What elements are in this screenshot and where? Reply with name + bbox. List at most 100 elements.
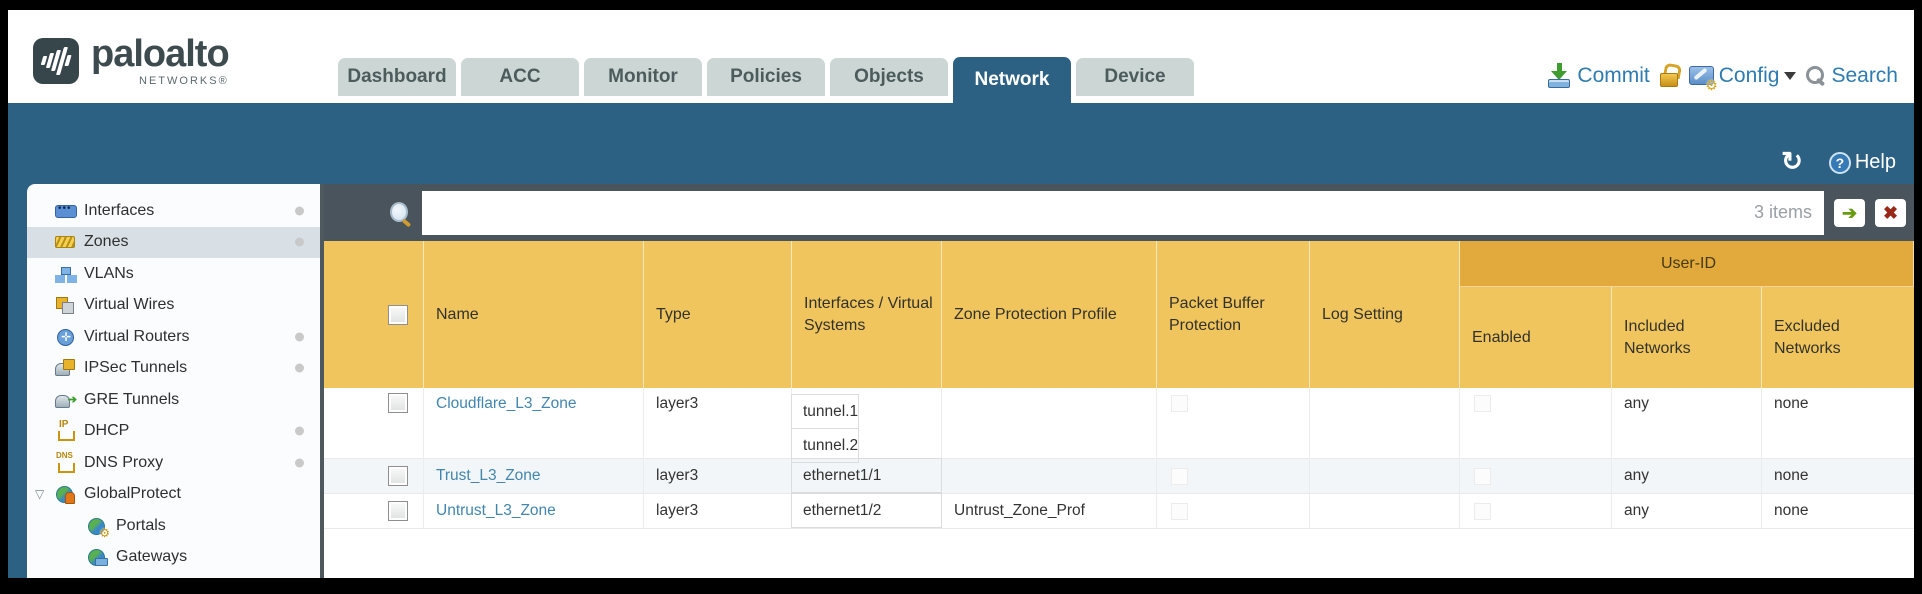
sidebar-item-interfaces[interactable]: Interfaces	[27, 195, 320, 227]
column-header-zone-protection-profile[interactable]: Zone Protection Profile	[942, 241, 1157, 388]
sidebar-item-portals[interactable]: Portals	[27, 510, 320, 542]
status-dot	[295, 426, 304, 436]
gre-tunnels-icon	[55, 391, 77, 409]
help-label: Help	[1854, 151, 1896, 173]
packet-buffer-protection-cell	[1157, 388, 1310, 463]
sidebar-item-gre-tunnels[interactable]: GRE Tunnels	[27, 384, 320, 416]
zone-name-link[interactable]: Cloudflare_L3_Zone	[436, 395, 577, 412]
search-icon	[1805, 65, 1826, 86]
sidebar-item-globalprotect[interactable]: ▽ GlobalProtect	[27, 479, 320, 511]
sidebar-item-ipsec-tunnels[interactable]: IPSec Tunnels	[27, 353, 320, 385]
tab-objects[interactable]: Objects	[830, 58, 948, 96]
apply-filter-button[interactable]: ➔	[1834, 198, 1865, 227]
tab-network[interactable]: Network	[953, 57, 1071, 103]
tab-policies[interactable]: Policies	[707, 58, 825, 96]
tab-monitor[interactable]: Monitor	[584, 58, 702, 96]
sidebar-item-vlans[interactable]: VLANs	[27, 258, 320, 290]
zone-name-link[interactable]: Trust_L3_Zone	[436, 467, 541, 484]
commit-button[interactable]: Commit	[1547, 63, 1650, 88]
table-empty-space	[324, 529, 1914, 578]
sidebar-item-label: DNS Proxy	[84, 453, 164, 471]
table-header: Name Type Interfaces / Virtual Systems Z…	[324, 241, 1914, 388]
sidebar-item-dns-proxy[interactable]: DNS Proxy	[27, 447, 320, 479]
brand-subtitle: NETWORKS®	[139, 74, 229, 87]
items-count: 3 items	[1753, 202, 1812, 222]
column-header-type[interactable]: Type	[644, 241, 792, 388]
row-select-cell	[324, 459, 424, 493]
column-header-enabled[interactable]: Enabled	[1460, 287, 1612, 388]
zones-pane: 3 items ➔ ✖ Name Type Interfaces / Virtu…	[324, 184, 1914, 578]
dns-proxy-icon	[55, 451, 75, 473]
interfaces-icon	[55, 202, 77, 220]
interface-entry: ethernet1/1	[791, 458, 942, 493]
sidebar-item-label: Portals	[116, 516, 166, 534]
excluded-networks-cell: none	[1774, 467, 1809, 484]
portals-icon	[87, 517, 110, 539]
packet-buffer-checkbox[interactable]	[1171, 502, 1188, 520]
user-id-enabled-checkbox[interactable]	[1474, 502, 1491, 520]
interfaces-cell: ethernet1/1	[791, 458, 942, 493]
column-header-excluded-networks[interactable]: Excluded Networks	[1774, 317, 1841, 357]
chevron-down-icon	[1784, 72, 1797, 86]
tab-dashboard[interactable]: Dashboard	[338, 58, 456, 96]
row-checkbox[interactable]	[388, 393, 408, 413]
globalprotect-icon	[55, 485, 75, 505]
zone-type-cell: layer3	[644, 388, 792, 463]
row-checkbox[interactable]	[388, 466, 408, 486]
page-banner: ↻ ? Help	[8, 103, 1914, 184]
sidebar-item-gateways[interactable]: Gateways	[27, 542, 320, 574]
global-search-button[interactable]: Search	[1805, 64, 1898, 88]
zone-protection-profile-cell	[942, 388, 1157, 463]
column-header-name[interactable]: Name	[424, 241, 644, 388]
packet-buffer-checkbox[interactable]	[1171, 467, 1188, 485]
sidebar-item-virtual-routers[interactable]: Virtual Routers	[27, 321, 320, 353]
user-id-enabled-cell	[1460, 388, 1612, 463]
ipsec-tunnels-icon	[55, 359, 75, 377]
column-header-packet-buffer-protection[interactable]: Packet Buffer Protection	[1157, 241, 1310, 388]
sidebar-divider[interactable]	[320, 184, 324, 578]
sidebar-item-dhcp[interactable]: DHCP	[27, 416, 320, 448]
status-dot	[295, 363, 304, 373]
clear-filter-button[interactable]: ✖	[1875, 198, 1906, 227]
sidebar-item-zones[interactable]: Zones	[27, 226, 320, 258]
packet-buffer-checkbox[interactable]	[1171, 395, 1188, 412]
select-all-checkbox[interactable]	[388, 304, 408, 325]
sidebar-item-label: Zones	[84, 233, 129, 251]
user-id-enabled-checkbox[interactable]	[1474, 395, 1491, 412]
search-label: Search	[1831, 63, 1898, 87]
packet-buffer-protection-cell	[1157, 494, 1310, 528]
config-menu-button[interactable]: Config	[1688, 63, 1797, 92]
interfaces-cell: ethernet1/2	[791, 493, 942, 528]
sidebar-item-virtual-wires[interactable]: Virtual Wires	[27, 290, 320, 322]
dhcp-icon	[55, 419, 75, 442]
row-checkbox[interactable]	[388, 501, 408, 521]
config-label: Config	[1718, 63, 1780, 87]
config-icon	[1688, 64, 1718, 92]
column-header-interfaces[interactable]: Interfaces / Virtual Systems	[792, 241, 942, 388]
zone-protection-profile-cell	[942, 459, 1157, 493]
interface-entry: tunnel.2	[791, 428, 860, 463]
commit-label: Commit	[1577, 63, 1650, 87]
zone-name-cell: Trust_L3_Zone	[424, 459, 644, 493]
tab-acc[interactable]: ACC	[461, 58, 579, 96]
column-header-included-networks[interactable]: Included Networks	[1612, 287, 1762, 388]
sidebar-item-label: Virtual Routers	[84, 327, 190, 345]
packet-buffer-protection-cell	[1157, 459, 1310, 493]
filter-input-wrap: 3 items	[422, 190, 1824, 235]
sidebar-item-label: GlobalProtect	[84, 485, 181, 503]
refresh-icon[interactable]: ↻	[1781, 146, 1803, 176]
log-setting-cell	[1310, 494, 1460, 528]
column-header-log-setting[interactable]: Log Setting	[1310, 241, 1460, 388]
tab-device[interactable]: Device	[1076, 58, 1194, 96]
zone-name-link[interactable]: Untrust_L3_Zone	[436, 502, 556, 519]
user-id-enabled-checkbox[interactable]	[1474, 467, 1491, 485]
help-button[interactable]: ? Help	[1828, 151, 1896, 174]
expander-icon[interactable]: ▽	[35, 487, 45, 502]
filter-input[interactable]	[422, 190, 1824, 235]
lock-icon[interactable]	[1659, 64, 1680, 87]
